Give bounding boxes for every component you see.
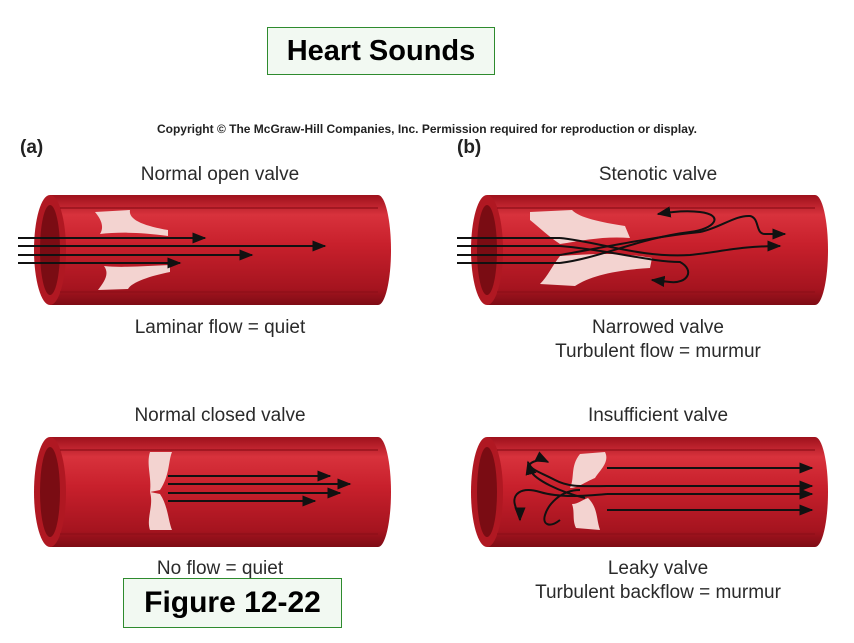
vessel-insufficient <box>471 437 828 547</box>
turbulent-arrow <box>559 237 782 257</box>
insufficient-valve-lower-leaflet <box>572 498 600 530</box>
normal-open-valve-heading: Normal open valve <box>140 164 300 185</box>
turbulent-arrow <box>559 245 690 287</box>
leaky-valve-caption: Leaky valve <box>607 558 709 579</box>
closed-valve-lower-leaflet <box>148 492 172 530</box>
stenotic-valve-heading: Stenotic valve <box>598 164 718 185</box>
laminar-flow-caption: Laminar flow = quiet <box>134 317 306 338</box>
vessel-normal-open <box>18 195 391 305</box>
turbulent-backflow-caption: Turbulent backflow = murmur <box>535 582 781 603</box>
open-valve-upper-leaflet <box>95 210 168 236</box>
panel-a-label: (a) <box>20 137 44 158</box>
normal-closed-valve-heading: Normal closed valve <box>134 405 306 426</box>
vessel-stenotic <box>457 195 828 305</box>
backflow-arrow <box>528 451 586 499</box>
turbulent-flow-caption: Turbulent flow = murmur <box>555 341 761 362</box>
insufficient-valve-heading: Insufficient valve <box>587 405 729 426</box>
insufficient-valve-upper-leaflet <box>570 452 607 488</box>
page-title: Heart Sounds <box>267 27 495 75</box>
turbulent-arrow <box>559 214 787 256</box>
narrowed-valve-caption: Narrowed valve <box>592 317 724 338</box>
panel-b-label: (b) <box>457 137 482 158</box>
copyright-notice: Copyright © The McGraw-Hill Companies, I… <box>156 122 698 136</box>
figure-label: Figure 12-22 <box>123 578 342 628</box>
closed-valve-upper-leaflet <box>148 452 172 492</box>
open-valve-lower-leaflet <box>98 265 170 290</box>
backflow-arrow <box>543 489 581 526</box>
no-flow-caption: No flow = quiet <box>156 558 284 579</box>
stenotic-valve-upper-leaflet <box>530 210 630 244</box>
backflow-arrow <box>525 460 608 488</box>
vessel-normal-closed <box>34 437 391 547</box>
